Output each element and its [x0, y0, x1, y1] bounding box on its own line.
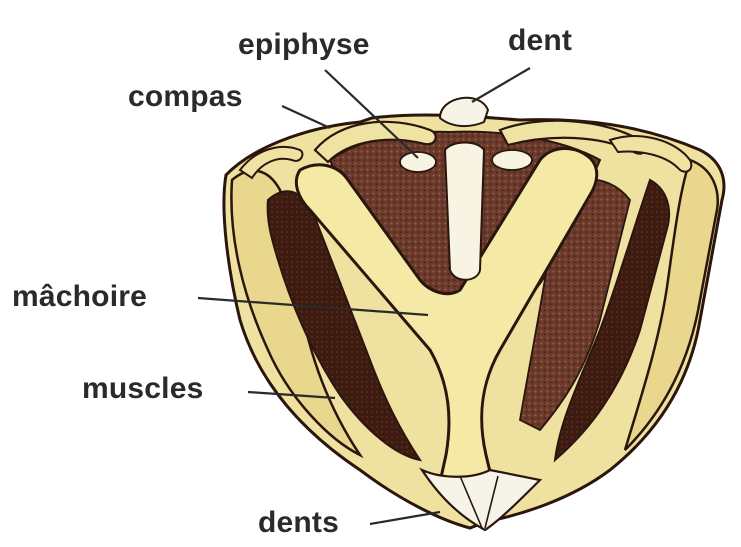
label-epiphyse: epiphyse	[238, 30, 370, 60]
epiphyse-knob-left	[400, 152, 436, 172]
leader-compas	[282, 106, 330, 128]
epiphyse-knob-right	[492, 150, 532, 170]
central-plate	[445, 143, 484, 280]
label-compas: compas	[128, 82, 243, 112]
top-tooth-dent	[440, 98, 488, 126]
label-dent: dent	[508, 26, 572, 56]
label-machoire: mâchoire	[12, 282, 147, 312]
label-muscles: muscles	[82, 374, 203, 404]
leader-dents	[370, 512, 440, 524]
leader-dent	[472, 68, 530, 102]
label-dents: dents	[258, 508, 339, 538]
